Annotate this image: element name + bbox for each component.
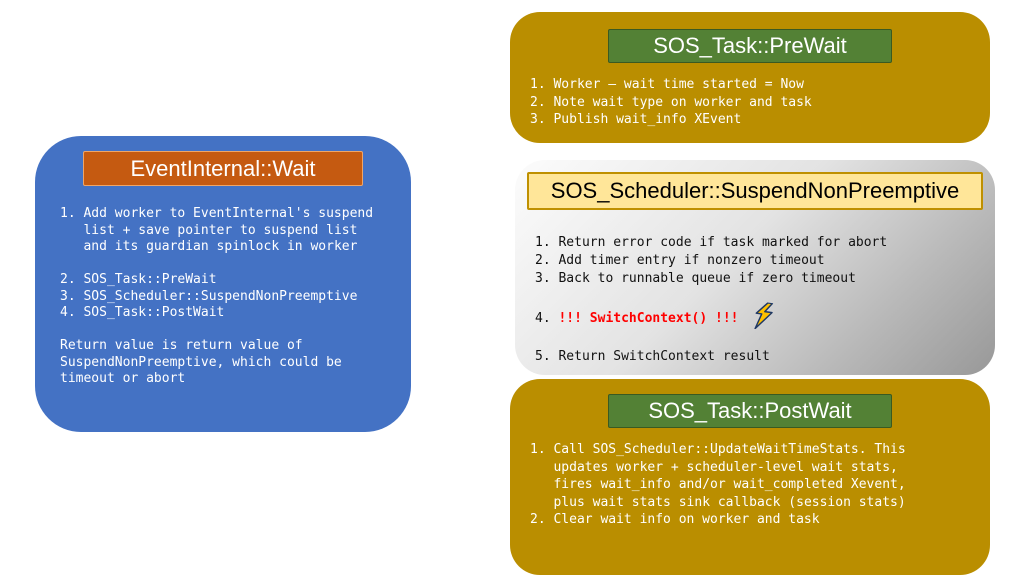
sos-task-prewait-title-bar: SOS_Task::PreWait bbox=[608, 29, 892, 63]
sos-task-postwait-title-bar: SOS_Task::PostWait bbox=[608, 394, 892, 428]
suspendnonpreemptive-title-bar: SOS_Scheduler::SuspendNonPreemptive bbox=[527, 172, 983, 210]
sos-task-postwait-title: SOS_Task::PostWait bbox=[648, 398, 852, 423]
eventinternal-wait-title-bar: EventInternal::Wait bbox=[83, 151, 363, 186]
switch-context-text: !!! SwitchContext() !!! bbox=[558, 310, 739, 326]
sos-task-prewait-box: SOS_Task::PreWait 1. Worker – wait time … bbox=[510, 12, 990, 143]
suspendnonpreemptive-body-bottom: 5. Return SwitchContext result bbox=[535, 349, 770, 364]
lightning-bolt-icon bbox=[750, 301, 774, 335]
sos-task-postwait-body: 1. Call SOS_Scheduler::UpdateWaitTimeSta… bbox=[530, 442, 906, 527]
suspendnonpreemptive-body-top: 1. Return error code if task marked for … bbox=[535, 235, 888, 286]
suspendnonpreemptive-title: SOS_Scheduler::SuspendNonPreemptive bbox=[550, 178, 960, 203]
eventinternal-wait-body: 1. Add worker to EventInternal's suspend… bbox=[60, 206, 374, 386]
sos-scheduler-suspendnonpreemptive-box: SOS_Scheduler::SuspendNonPreemptive 1. R… bbox=[515, 160, 995, 375]
sos-task-prewait-title: SOS_Task::PreWait bbox=[653, 33, 847, 58]
eventinternal-wait-title: EventInternal::Wait bbox=[130, 155, 316, 181]
eventinternal-wait-box: EventInternal::Wait 1. Add worker to Eve… bbox=[35, 136, 411, 432]
sos-task-postwait-box: SOS_Task::PostWait 1. Call SOS_Scheduler… bbox=[510, 379, 990, 575]
switch-context-number: 4. bbox=[535, 310, 559, 326]
switch-context-row: 4. !!! SwitchContext() !!! bbox=[535, 302, 995, 334]
sos-task-prewait-body: 1. Worker – wait time started = Now 2. N… bbox=[530, 77, 812, 127]
